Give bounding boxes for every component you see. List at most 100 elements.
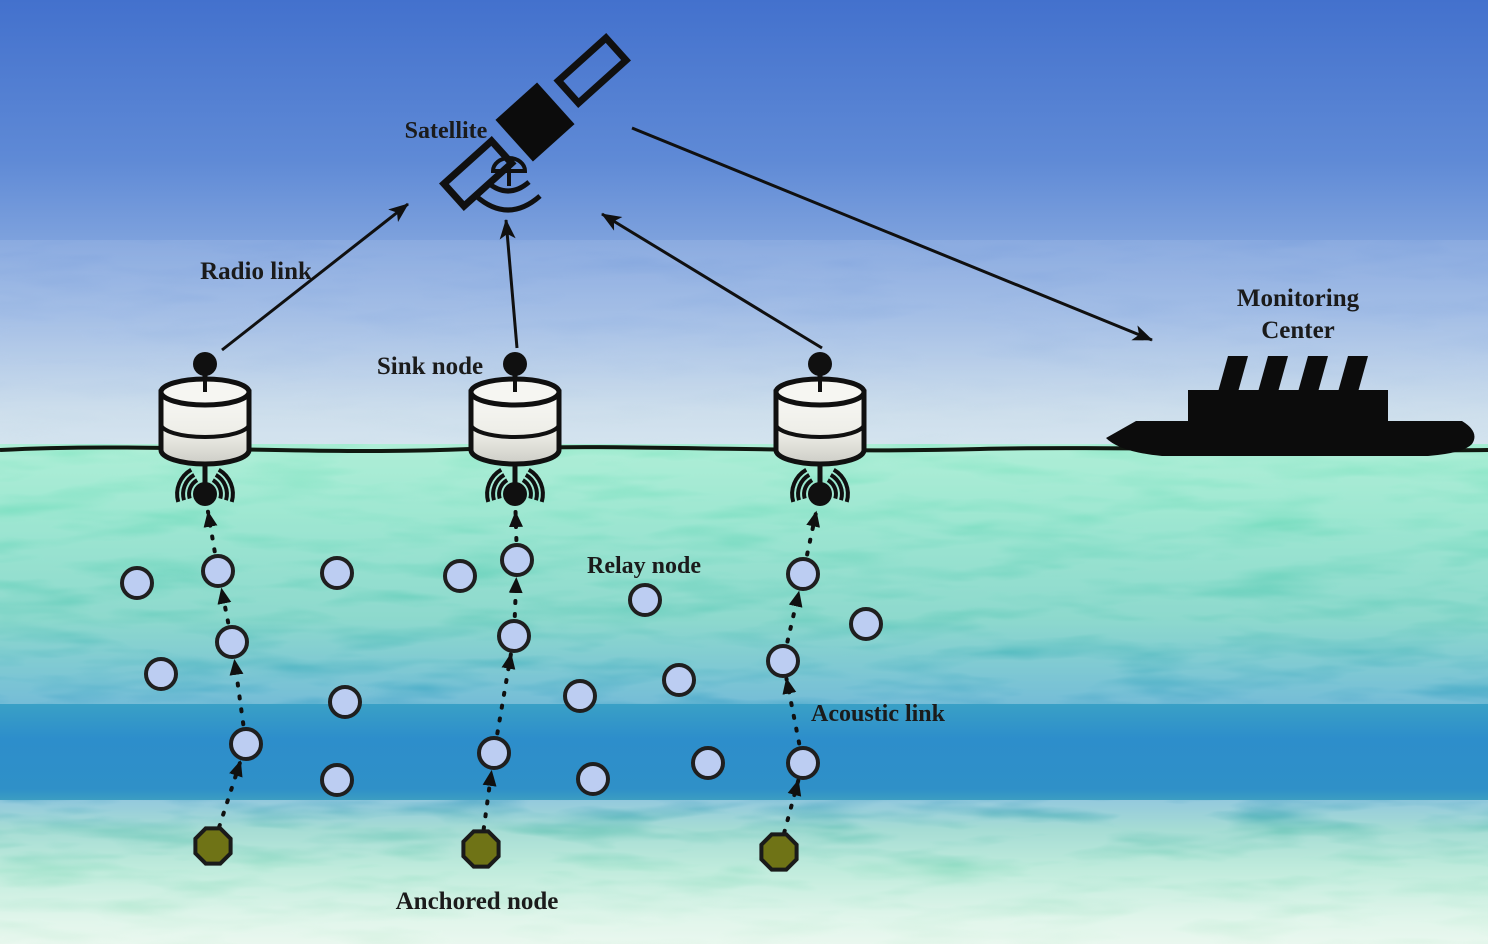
relay-node (229, 727, 263, 761)
satellite-label: Satellite (405, 118, 488, 144)
sound-wave-arc (527, 467, 545, 503)
hydrophone-ball (808, 482, 832, 506)
buoy-antenna-ball (808, 352, 832, 376)
ship-funnel-1 (1218, 356, 1248, 392)
ship-hull (1106, 421, 1475, 456)
relay-node (497, 619, 531, 653)
satellite-signal-arc-inner (485, 180, 531, 194)
relay-node (691, 746, 725, 780)
acoustic-link-segment (217, 586, 232, 625)
relay-node (786, 746, 820, 780)
sink-node-buoy (468, 352, 562, 506)
sea-wave-texture (0, 444, 1488, 704)
sound-wave-arc (485, 467, 503, 503)
buoy-antenna-ball (193, 352, 217, 376)
sink-node-buoy (773, 352, 867, 506)
monitoring-center-label-line2: Center (1261, 317, 1335, 344)
sound-wave-arc (521, 478, 533, 500)
sound-wave-arc (187, 478, 199, 500)
ship-funnel-4 (1338, 356, 1368, 392)
sound-wave-arcs-right (826, 467, 850, 503)
sound-wave-arcs-right (521, 467, 545, 503)
monitoring-center-label-line1: Monitoring (1237, 285, 1360, 312)
buoy-seam (159, 423, 251, 439)
sound-wave-arc (491, 473, 506, 501)
sink-node-label: Sink node (377, 353, 483, 380)
acoustic-link-segment (782, 676, 802, 746)
hydrophone-ball (193, 482, 217, 506)
relay-node (477, 736, 511, 770)
anchored-node-label: Anchored node (396, 888, 559, 915)
radio-link-arrow (221, 202, 409, 352)
sound-wave-arc (790, 467, 808, 503)
sound-wave-arc (211, 478, 223, 500)
radio-links-layer (221, 126, 1153, 352)
relay-node (766, 644, 800, 678)
sound-wave-arc (802, 478, 814, 500)
relay-node (576, 762, 610, 796)
acoustic-link-segment (217, 759, 243, 829)
sink-node-buoy (158, 352, 252, 506)
sound-wave-arc (181, 473, 196, 501)
sound-wave-arc (826, 478, 838, 500)
sink-buoys-layer (158, 352, 867, 506)
relay-node (500, 543, 534, 577)
buoy-body (468, 389, 562, 467)
ship-funnel-2 (1258, 356, 1288, 392)
sound-wave-arcs-left (485, 467, 509, 503)
sound-wave-arc (832, 467, 850, 503)
relay-node (320, 763, 354, 797)
sound-wave-arc (217, 467, 235, 503)
sound-wave-arc (497, 478, 509, 500)
relay-node (443, 559, 477, 593)
acoustic-link-segment (495, 651, 516, 736)
radio-link-label: Radio link (200, 258, 312, 285)
acoustic-link-segment (509, 509, 523, 543)
satellite-icon (439, 32, 631, 213)
buoy-body (158, 389, 252, 467)
buoy-seam (469, 423, 561, 439)
buoy-seam (774, 423, 866, 439)
acoustic-link-label: Acoustic link (811, 701, 946, 727)
radio-link-arrow (631, 126, 1153, 342)
sound-wave-arc (214, 473, 229, 501)
sound-wave-arc (524, 473, 539, 501)
relay-node (201, 554, 235, 588)
anchored-node (759, 832, 799, 872)
relay-node (328, 685, 362, 719)
radio-link-arrow (601, 212, 823, 350)
relay-node (144, 657, 178, 691)
anchored-node (461, 829, 501, 869)
satellite-body (495, 82, 575, 162)
sound-wave-arcs-left (790, 467, 814, 503)
relay-node (563, 679, 597, 713)
acoustic-links-layer (203, 509, 820, 835)
relay-node (786, 557, 820, 591)
relay-node (320, 556, 354, 590)
acoustic-link-segment (481, 768, 497, 832)
relay-node-label: Relay node (587, 553, 701, 579)
acoustic-link-segment (782, 778, 802, 835)
radio-link-arrow (499, 219, 519, 349)
anchored-nodes-layer (193, 826, 799, 872)
hydrophone-ball (503, 482, 527, 506)
relay-node (849, 607, 883, 641)
acoustic-link-segment (229, 657, 246, 727)
ship-funnel-3 (1298, 356, 1328, 392)
buoy-body (773, 389, 867, 467)
sound-wave-arcs-right (211, 467, 235, 503)
relay-node (662, 663, 696, 697)
satellite-signal-arc-outer (474, 194, 542, 213)
sound-wave-arc (796, 473, 811, 501)
sound-wave-arcs-left (175, 467, 199, 503)
monitoring-center-ship-icon (1106, 356, 1475, 456)
sound-wave-arc (829, 473, 844, 501)
relay-nodes-layer (120, 543, 883, 797)
relay-node (120, 566, 154, 600)
seafloor-caustics-texture (0, 800, 1488, 944)
satellite-solar-panel-right (553, 32, 631, 108)
ship-superstructure (1188, 390, 1388, 424)
buoy-antenna-ball (503, 352, 527, 376)
anchored-node (193, 826, 233, 866)
